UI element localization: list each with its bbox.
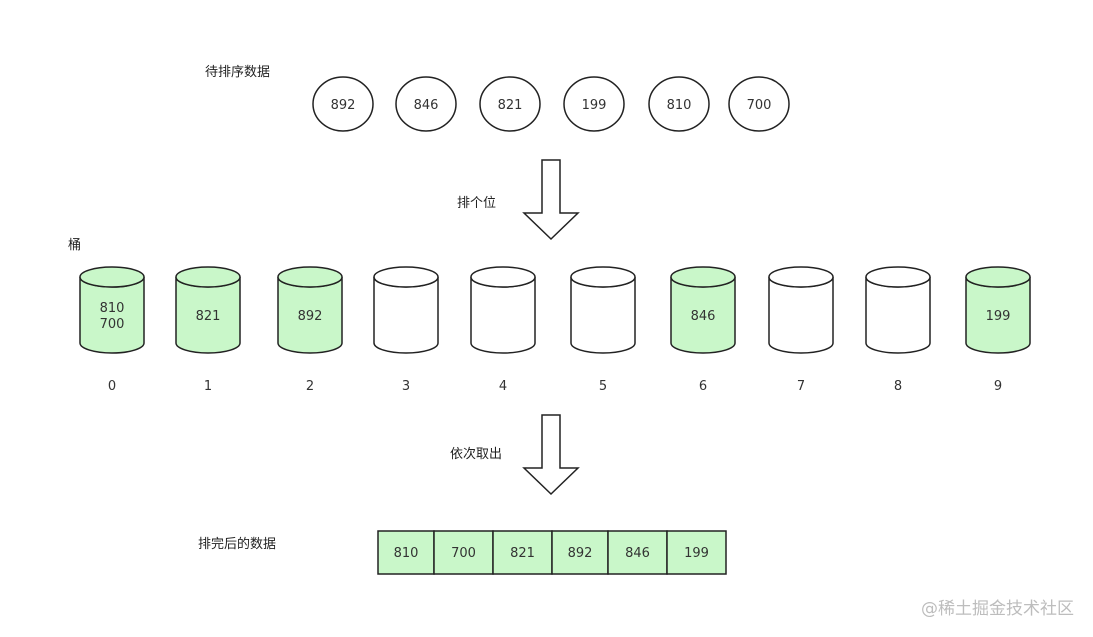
bucket-value: 810: [100, 301, 125, 316]
bucket-index-label: 9: [994, 379, 1002, 394]
bucket-body: [373, 276, 439, 354]
input-ellipse: [563, 76, 625, 132]
output-title: 排完后的数据: [198, 537, 277, 552]
bucket-index-label: 6: [699, 379, 707, 394]
input-number: 821: [479, 76, 541, 132]
output-cell: 199: [666, 530, 727, 575]
bucket-body: [470, 276, 536, 354]
input-number-label: 700: [747, 98, 772, 113]
output-cell: 892: [551, 530, 609, 575]
bucket-6: 846 6: [670, 266, 736, 394]
bucket-value: 199: [986, 309, 1011, 324]
output-number-label: 700: [451, 546, 476, 561]
input-ellipse: [728, 76, 790, 132]
bucket-top: [277, 266, 343, 288]
output-cell: 821: [492, 530, 553, 575]
input-number: 846: [395, 76, 457, 132]
bucket-top: [865, 266, 931, 288]
input-ellipse: [648, 76, 710, 132]
input-number-label: 810: [667, 98, 692, 113]
bucket-index-label: 3: [402, 379, 410, 394]
bucket-1: 821 1: [175, 266, 241, 394]
input-title: 待排序数据: [205, 65, 271, 80]
down-arrow-icon: [522, 159, 580, 241]
output-number-label: 199: [684, 546, 709, 561]
step-two-label: 依次取出: [450, 447, 503, 462]
input-number: 199: [563, 76, 625, 132]
bucket-index-label: 4: [499, 379, 507, 394]
watermark: @稀土掘金技术社区: [921, 599, 1074, 619]
input-number-label: 821: [498, 98, 523, 113]
bucket-top: [768, 266, 834, 288]
output-number-label: 810: [394, 546, 419, 561]
input-number-label: 846: [414, 98, 439, 113]
output-cell: 700: [433, 530, 494, 575]
bucket-body: [768, 276, 834, 354]
bucket-value: 821: [196, 309, 221, 324]
output-number-label: 892: [568, 546, 593, 561]
output-row: 810 700 821 892 846 199: [377, 530, 727, 575]
output-number-label: 846: [625, 546, 650, 561]
bucket-index-label: 2: [306, 379, 314, 394]
bucket-7: 7: [768, 266, 834, 394]
input-ellipse: [395, 76, 457, 132]
bucket-value: 892: [298, 309, 323, 324]
bucket-top: [79, 266, 145, 288]
bucket-2: 892 2: [277, 266, 343, 394]
input-number: 892: [312, 76, 374, 132]
input-row: 892 846 821 199 810 700: [312, 76, 790, 132]
output-box: [607, 530, 668, 575]
input-number: 810: [648, 76, 710, 132]
output-cell: 810: [377, 530, 435, 575]
bucket-8: 8: [865, 266, 931, 394]
bucket-index-label: 7: [797, 379, 805, 394]
arrows: [522, 159, 580, 496]
output-box: [492, 530, 553, 575]
bucket-index-label: 0: [108, 379, 116, 394]
bucket-body: [865, 276, 931, 354]
step-one-label: 排个位: [457, 196, 497, 211]
bucket-value: 700: [100, 317, 125, 332]
input-ellipse: [479, 76, 541, 132]
bucket-3: 3: [373, 266, 439, 394]
bucket-top: [373, 266, 439, 288]
bucket-index-label: 5: [599, 379, 607, 394]
output-box: [433, 530, 494, 575]
bucket-body: [570, 276, 636, 354]
input-number: 700: [728, 76, 790, 132]
output-cell: 846: [607, 530, 668, 575]
bucket-top: [175, 266, 241, 288]
input-number-label: 199: [582, 98, 607, 113]
bucket-top: [965, 266, 1031, 288]
input-number-label: 892: [331, 98, 356, 113]
bucket-title: 桶: [68, 238, 82, 253]
input-ellipse: [312, 76, 374, 132]
output-box: [666, 530, 727, 575]
bucket-index-label: 8: [894, 379, 902, 394]
output-number-label: 821: [510, 546, 535, 561]
bucket-top: [570, 266, 636, 288]
down-arrow-icon: [522, 414, 580, 496]
bucket-index-label: 1: [204, 379, 212, 394]
bucket-value: 846: [691, 309, 716, 324]
output-box: [377, 530, 435, 575]
bucket-top: [670, 266, 736, 288]
bucket-top: [470, 266, 536, 288]
bucket-5: 5: [570, 266, 636, 394]
bucket-4: 4: [470, 266, 536, 394]
